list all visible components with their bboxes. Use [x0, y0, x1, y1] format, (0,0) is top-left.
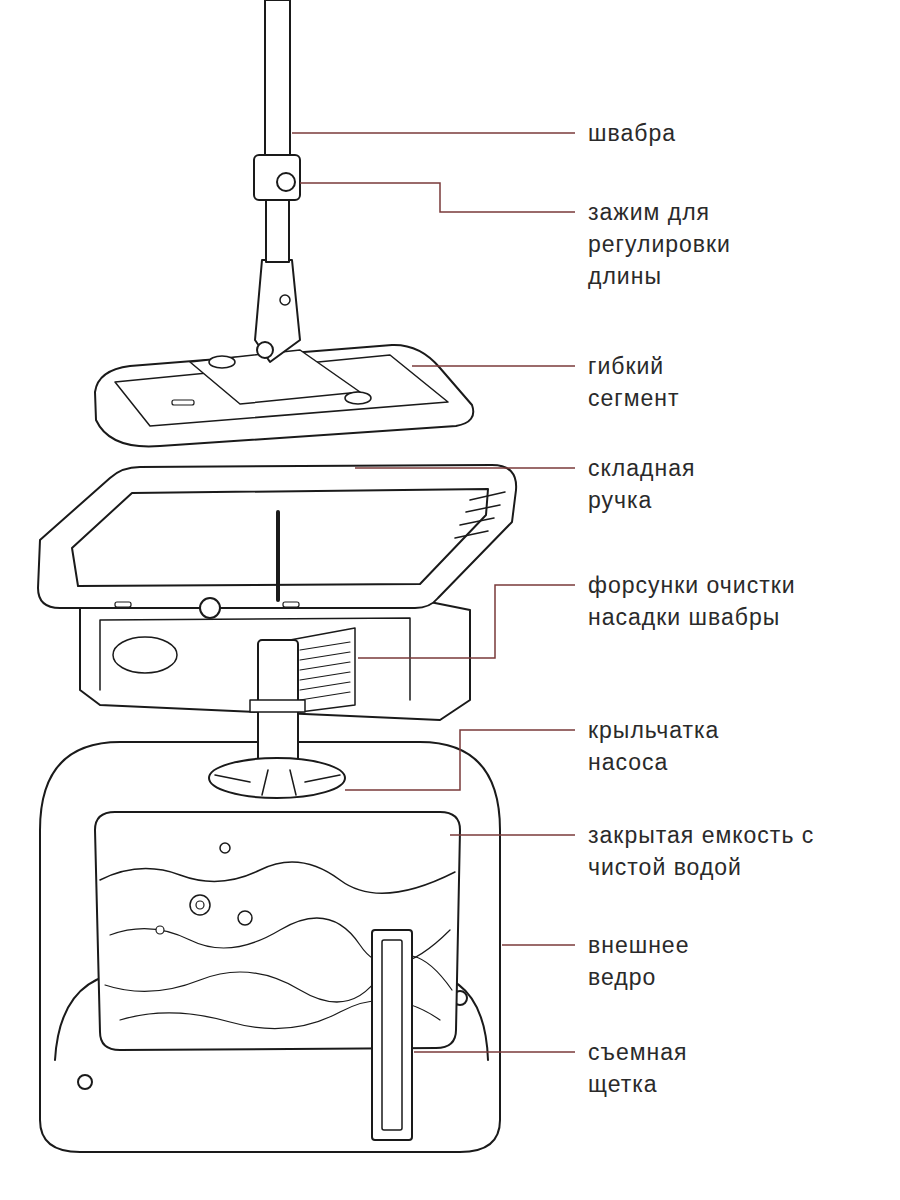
drain-ring — [113, 637, 177, 673]
removable-brush — [372, 930, 412, 1140]
part-label: закрытая емкость с чистой водой — [588, 819, 850, 883]
label-slot: внешнее ведро — [588, 929, 713, 993]
leader-line — [414, 1051, 575, 1053]
label-slot: зажим для регулировки длины — [588, 196, 758, 292]
leader-line — [355, 467, 575, 469]
part-label: внешнее ведро — [588, 929, 713, 993]
nozzle-teeth — [300, 642, 350, 700]
leader-line — [292, 132, 575, 134]
part-label: зажим для регулировки длины — [588, 196, 758, 292]
brush-inner — [382, 940, 402, 1130]
pump-neck — [250, 700, 305, 712]
part-label: гибкий сегмент — [588, 350, 713, 414]
part-label: швабра — [588, 117, 888, 149]
label-slot: швабра — [588, 117, 888, 149]
frame-grip — [455, 492, 505, 538]
part-label: форсунки очистки насадки швабры — [588, 569, 838, 633]
pole-upper — [265, 0, 290, 160]
bucket-foot — [78, 1075, 92, 1089]
outer-bucket — [40, 742, 500, 1152]
folding-handle-frame — [38, 465, 516, 608]
mop-pad — [95, 345, 473, 447]
bubble — [196, 901, 204, 909]
water-surface — [100, 862, 455, 893]
insert-inner — [100, 618, 410, 700]
plate-dot — [345, 392, 371, 404]
bubble — [156, 926, 164, 934]
label-slot: форсунки очистки насадки швабры — [588, 569, 838, 633]
hinge — [200, 598, 220, 618]
part-label: съемная щетка — [588, 1036, 713, 1100]
leader-line — [300, 183, 575, 212]
part-label: крыльчатка насоса — [588, 714, 763, 778]
slot — [283, 602, 299, 607]
impeller-disc — [209, 758, 345, 798]
label-slot: закрытая емкость с чистой водой — [588, 819, 850, 883]
leader-line — [412, 365, 575, 367]
bubble — [190, 895, 210, 915]
label-slot: складная ручка — [588, 452, 723, 516]
joint-pin — [257, 342, 273, 358]
leader-line — [345, 730, 575, 790]
leader-line — [502, 944, 575, 946]
label-slot: крыльчатка насоса — [588, 714, 763, 778]
bubble — [220, 843, 230, 853]
bubble — [238, 911, 252, 925]
slot — [115, 602, 131, 607]
mop-joint — [255, 260, 300, 362]
plate-slot — [172, 400, 194, 405]
leader-line — [358, 585, 575, 658]
plate-dot — [209, 356, 235, 368]
leader-line — [450, 834, 575, 836]
spinner-rod — [276, 512, 280, 600]
part-label: складная ручка — [588, 452, 723, 516]
impeller-blades — [215, 770, 340, 795]
joint-pin — [280, 295, 290, 305]
label-slot: съемная щетка — [588, 1036, 713, 1100]
pole-lower — [266, 200, 289, 262]
length-clamp — [254, 155, 300, 200]
clamp-knob — [277, 173, 295, 191]
label-slot: гибкий сегмент — [588, 350, 713, 414]
